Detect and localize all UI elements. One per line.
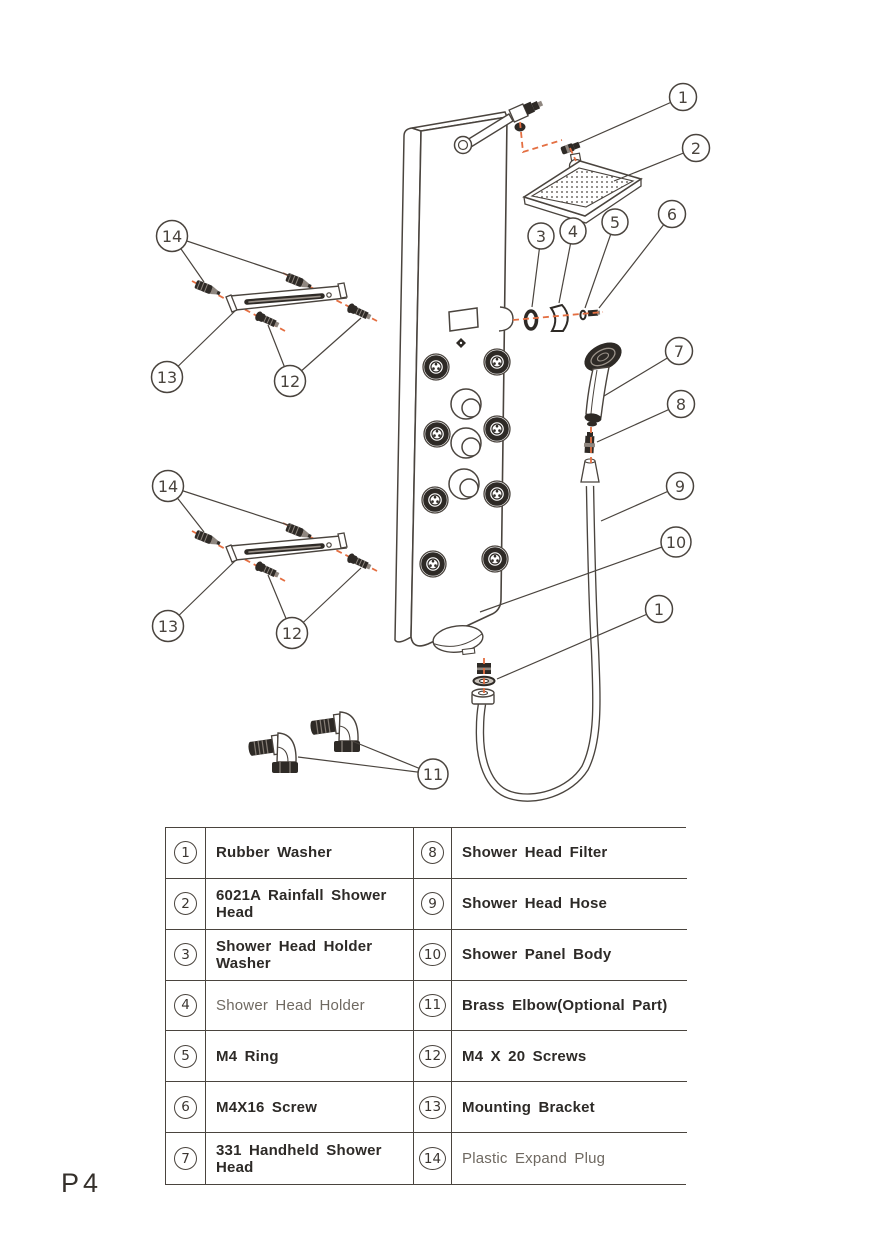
part-number-badge: 3 xyxy=(174,943,197,967)
callout-8: 8 xyxy=(666,389,696,419)
svg-text:14: 14 xyxy=(162,227,182,246)
callout-13-lower: 13 xyxy=(151,609,185,643)
shower-head-filter xyxy=(583,432,596,454)
part-label: Mounting Bracket xyxy=(462,1098,595,1116)
part-label: M4 X 20 Screws xyxy=(462,1047,587,1065)
m4-ring xyxy=(579,309,587,321)
part-number-badge: 7 xyxy=(174,1147,197,1171)
bracket-assembly-upper xyxy=(192,273,377,331)
part-label: 331 Handheld Shower Head xyxy=(216,1141,382,1176)
part-label: M4X16 Screw xyxy=(216,1098,318,1116)
svg-text:1: 1 xyxy=(654,600,664,619)
bottom-dome xyxy=(432,625,484,656)
rainfall-shower-head xyxy=(522,141,643,224)
part-label: 6021A Rainfall Shower Head xyxy=(216,886,387,921)
callout-1-bottom: 1 xyxy=(644,594,674,624)
top-shower-arm xyxy=(453,100,544,155)
part-label: Plastic Expand Plug xyxy=(462,1150,606,1168)
shower-head-hose xyxy=(471,458,601,802)
callout-12-lower: 12 xyxy=(275,616,309,650)
svg-text:8: 8 xyxy=(676,395,686,414)
brass-elbows xyxy=(246,711,361,774)
part-number-badge: 14 xyxy=(419,1147,446,1171)
shower-panel-body xyxy=(394,100,544,674)
part-label: Shower Head Holder Washer xyxy=(216,937,373,972)
callout-4: 4 xyxy=(559,217,587,245)
callout-1-top: 1 xyxy=(668,82,698,112)
part-number-badge: 11 xyxy=(419,993,446,1017)
callouts: 1 2 3 4 5 6 7 xyxy=(150,82,711,790)
part-label: Shower Head Holder xyxy=(216,996,365,1014)
part-label: M4 Ring xyxy=(216,1047,279,1065)
callout-14-upper: 14 xyxy=(155,219,189,253)
part-number-badge: 13 xyxy=(419,1095,446,1119)
alignment-dashes xyxy=(483,121,604,693)
svg-text:9: 9 xyxy=(675,477,685,496)
svg-text:11: 11 xyxy=(423,765,443,784)
callout-5: 5 xyxy=(601,208,629,236)
callout-12-upper: 12 xyxy=(273,364,307,398)
shower-head-holder xyxy=(549,303,569,332)
page-number-label: P4 xyxy=(61,1168,103,1198)
control-knobs xyxy=(448,388,482,500)
svg-text:6: 6 xyxy=(667,205,677,224)
callout-3: 3 xyxy=(527,222,555,250)
svg-text:13: 13 xyxy=(158,617,178,636)
svg-text:12: 12 xyxy=(280,372,300,391)
callout-6: 6 xyxy=(657,199,687,229)
part-number-badge: 9 xyxy=(421,892,444,916)
svg-text:5: 5 xyxy=(610,213,620,232)
panel-diamond-button xyxy=(456,338,466,348)
handheld-shower xyxy=(584,342,622,427)
part-number-badge: 10 xyxy=(419,943,446,967)
svg-text:1: 1 xyxy=(678,88,688,107)
svg-text:13: 13 xyxy=(157,368,177,387)
panel-display xyxy=(448,307,479,332)
part-number-badge: 6 xyxy=(174,1095,197,1119)
callout-7: 7 xyxy=(664,336,694,366)
svg-text:7: 7 xyxy=(674,342,684,361)
part-number-badge: 5 xyxy=(174,1044,197,1068)
part-label: Rubber Washer xyxy=(216,844,332,862)
callout-14-lower: 14 xyxy=(151,469,185,503)
svg-text:3: 3 xyxy=(536,227,546,246)
part-number-badge: 1 xyxy=(174,841,197,865)
svg-text:12: 12 xyxy=(282,624,302,643)
part-label: Shower Panel Body xyxy=(462,946,612,964)
svg-text:14: 14 xyxy=(158,477,178,496)
part-number-badge: 4 xyxy=(174,993,197,1017)
callout-11: 11 xyxy=(417,758,449,790)
holder-parts xyxy=(523,303,601,332)
parts-table: 1 Rubber Washer 8 Shower Head Filter 2 6… xyxy=(165,827,687,1185)
holder-washer xyxy=(523,309,539,331)
svg-text:10: 10 xyxy=(666,533,686,552)
part-number-badge: 2 xyxy=(174,892,197,916)
part-number-badge: 12 xyxy=(419,1044,446,1068)
rain-head-plate xyxy=(522,160,643,224)
part-label: Shower Head Hose xyxy=(462,895,608,913)
callout-2: 2 xyxy=(681,133,711,163)
callout-9: 9 xyxy=(665,471,695,501)
callout-10: 10 xyxy=(660,526,692,558)
holder-mount xyxy=(498,306,514,332)
part-label: Shower Head Filter xyxy=(462,844,608,862)
callout-13-upper: 13 xyxy=(150,360,184,394)
svg-text:4: 4 xyxy=(568,222,578,241)
part-label: Brass Elbow(Optional Part) xyxy=(462,996,668,1014)
part-number-badge: 8 xyxy=(421,841,444,865)
bracket-assembly-lower xyxy=(192,523,377,581)
hose-nut xyxy=(471,688,495,705)
svg-text:2: 2 xyxy=(691,139,701,158)
